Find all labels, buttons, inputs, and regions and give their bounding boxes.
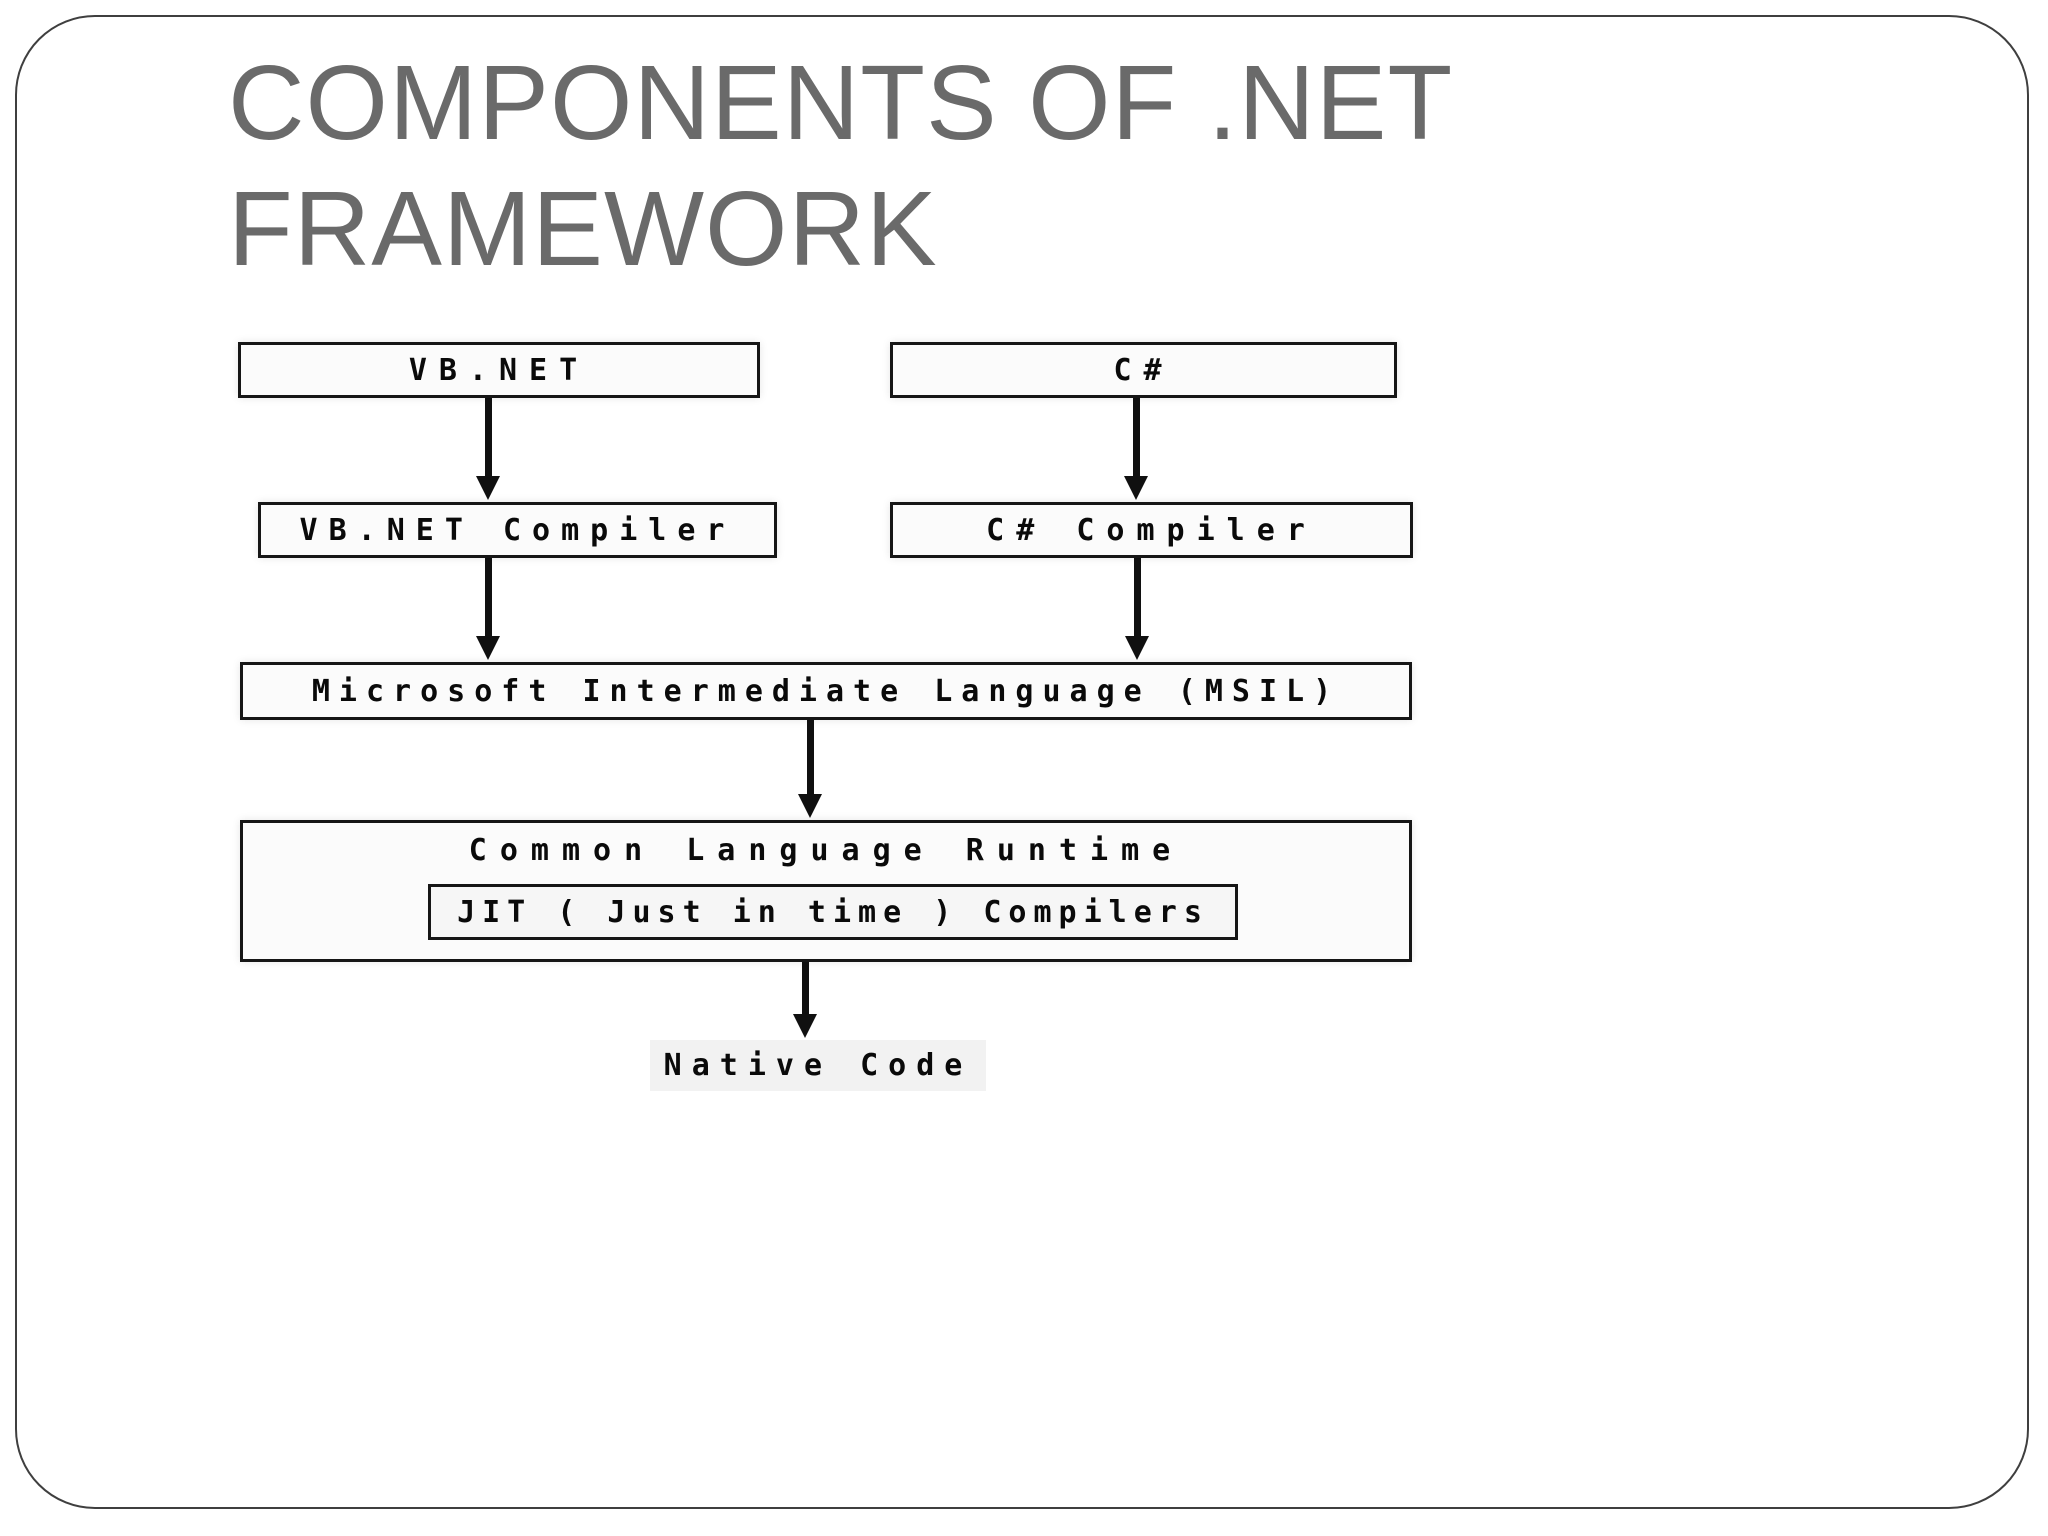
page-title-line2: FRAMEWORK [228, 170, 938, 288]
arrow-shaft [1133, 558, 1141, 636]
box-csharp-compiler: C# Compiler [890, 502, 1413, 558]
arrow-clr-to-native-code-icon [793, 962, 817, 1038]
box-csharp: C# [890, 342, 1397, 398]
clr-label: Common Language Runtime [468, 833, 1184, 868]
arrow-csharp-compiler-to-msil-icon [1125, 558, 1149, 660]
slide-border-frame [15, 15, 2029, 1509]
box-jit-compilers: JIT ( Just in time ) Compilers [428, 884, 1238, 940]
arrow-head-icon [1124, 476, 1148, 500]
arrow-shaft [806, 720, 814, 794]
arrow-shaft [484, 398, 492, 476]
box-vbnet-compiler: VB.NET Compiler [258, 502, 777, 558]
arrow-shaft [1132, 398, 1140, 476]
arrow-head-icon [476, 476, 500, 500]
arrow-shaft [801, 962, 809, 1014]
box-vbnet: VB.NET [238, 342, 760, 398]
page-title-line1: COMPONENTS OF .NET [228, 44, 1454, 162]
arrow-msil-to-clr-icon [798, 720, 822, 818]
arrow-head-icon [476, 636, 500, 660]
arrow-shaft [484, 558, 492, 636]
arrow-head-icon [793, 1014, 817, 1038]
arrow-vbnet-compiler-to-msil-icon [476, 558, 500, 660]
page-title: COMPONENTS OF .NET FRAMEWORK [228, 40, 1453, 292]
arrow-head-icon [798, 794, 822, 818]
arrow-csharp-to-csharp-compiler-icon [1124, 398, 1148, 500]
arrow-head-icon [1125, 636, 1149, 660]
box-clr: Common Language Runtime JIT ( Just in ti… [240, 820, 1412, 962]
arrow-vbnet-to-vbnet-compiler-icon [476, 398, 500, 500]
native-code-label: Native Code [593, 1040, 1043, 1091]
native-code-text: Native Code [649, 1040, 987, 1091]
box-msil: Microsoft Intermediate Language (MSIL) [240, 662, 1412, 720]
